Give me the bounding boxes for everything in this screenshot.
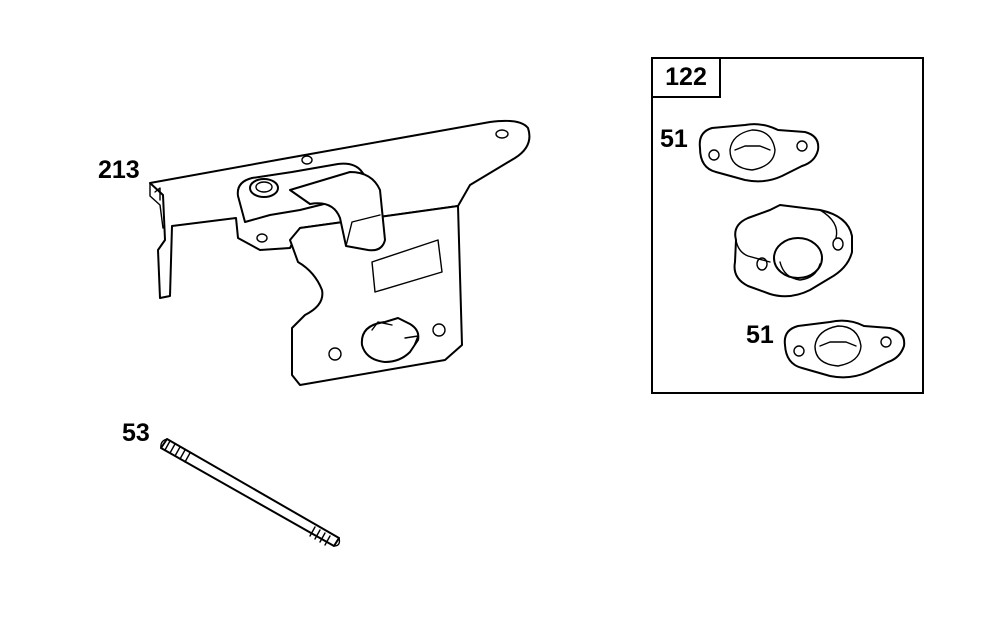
gasket-top-part xyxy=(698,123,820,183)
kit-frame xyxy=(651,57,924,394)
callout-stud: 53 xyxy=(122,419,150,447)
callout-gasket-top: 51 xyxy=(660,125,688,153)
callout-bracket: 213 xyxy=(98,156,140,184)
callout-kit: 122 xyxy=(651,57,721,98)
threaded-stud-part xyxy=(160,438,341,547)
control-bracket-part xyxy=(149,119,531,386)
gasket-bottom-part xyxy=(783,319,906,379)
carburetor-spacer-part xyxy=(733,204,853,298)
callout-gasket-bottom: 51 xyxy=(746,321,774,349)
